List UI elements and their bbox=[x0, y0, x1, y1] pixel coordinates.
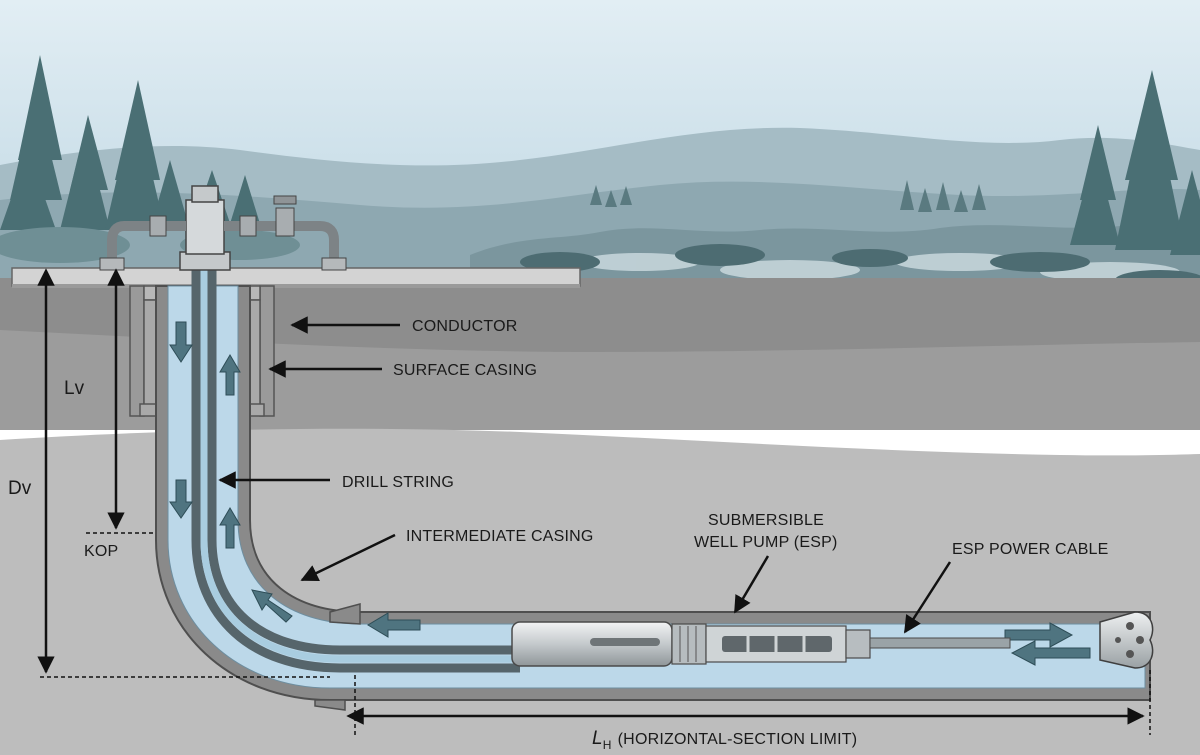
esp-discharge-head bbox=[845, 629, 871, 659]
wellhead bbox=[99, 185, 347, 271]
valve-handle bbox=[273, 195, 297, 205]
esp-seal-ridges bbox=[679, 626, 697, 662]
wellhead-pipe-left bbox=[107, 221, 186, 262]
casing-shoe-bottom bbox=[314, 699, 346, 711]
intermediate-casing-label: INTERMEDIATE CASING bbox=[406, 528, 594, 545]
drill-string-inner bbox=[207, 270, 520, 655]
lh-subscript: H bbox=[603, 738, 612, 752]
flow-arrow-left-bit bbox=[1010, 640, 1091, 666]
dv-label: Dv bbox=[8, 478, 32, 499]
valve-right-2 bbox=[275, 207, 295, 237]
flow-arrow-left bbox=[367, 612, 421, 638]
casing-shoe bbox=[329, 603, 361, 625]
esp-stage-dividers bbox=[746, 634, 806, 654]
kop-label: KOP bbox=[84, 543, 118, 560]
pipe-support-left bbox=[99, 257, 125, 271]
lv-label: Lv bbox=[64, 378, 85, 399]
flow-arrow-up-2 bbox=[219, 507, 241, 549]
valve-left bbox=[149, 215, 167, 237]
lh-description: (HORIZONTAL-SECTION LIMIT) bbox=[618, 731, 858, 748]
drill-string-outer bbox=[191, 270, 520, 673]
lh-label: LH (HORIZONTAL-SECTION LIMIT) bbox=[592, 728, 857, 752]
valve-right-1 bbox=[239, 215, 257, 237]
flow-arrow-right bbox=[1004, 622, 1074, 648]
esp-motor-slot bbox=[590, 638, 660, 646]
flow-arrow-down-1 bbox=[169, 321, 193, 363]
surface-casing-label: SURFACE CASING bbox=[393, 362, 537, 379]
drill-string-label: DRILL STRING bbox=[342, 474, 454, 491]
wellhead-body bbox=[185, 199, 225, 255]
drill-pad bbox=[11, 267, 581, 287]
conductor-label: CONDUCTOR bbox=[412, 318, 518, 335]
flow-arrow-down-2 bbox=[169, 479, 193, 519]
esp-label-line1: SUBMERSIBLE bbox=[708, 512, 824, 529]
esp-power-cable-label: ESP POWER CABLE bbox=[952, 541, 1109, 558]
wellhead-pipe-right bbox=[224, 221, 339, 262]
esp-cable-leader-arrow bbox=[903, 561, 952, 634]
esp-pump-assembly bbox=[511, 621, 1011, 667]
intermediate-casing-leader-arrow bbox=[300, 533, 396, 582]
drill-pad-edge bbox=[12, 284, 580, 288]
ground-layer-mid bbox=[0, 330, 1200, 430]
wellhead-top bbox=[191, 185, 219, 203]
esp-tubing bbox=[869, 637, 1011, 649]
drill-bit bbox=[1099, 611, 1154, 669]
pipe-support-right bbox=[321, 257, 347, 271]
esp-label-line2: WELL PUMP (ESP) bbox=[694, 534, 837, 551]
lh-symbol: L bbox=[592, 728, 603, 749]
drill-string-core bbox=[200, 270, 520, 663]
flow-arrows bbox=[169, 321, 1091, 666]
right-evergreen-trees bbox=[1070, 70, 1200, 255]
esp-seal-section bbox=[671, 623, 707, 665]
esp-leader-arrow bbox=[733, 555, 770, 614]
flow-arrow-curve bbox=[251, 589, 293, 623]
flow-arrow-up-1 bbox=[219, 354, 241, 396]
distant-tree-row bbox=[590, 180, 986, 212]
